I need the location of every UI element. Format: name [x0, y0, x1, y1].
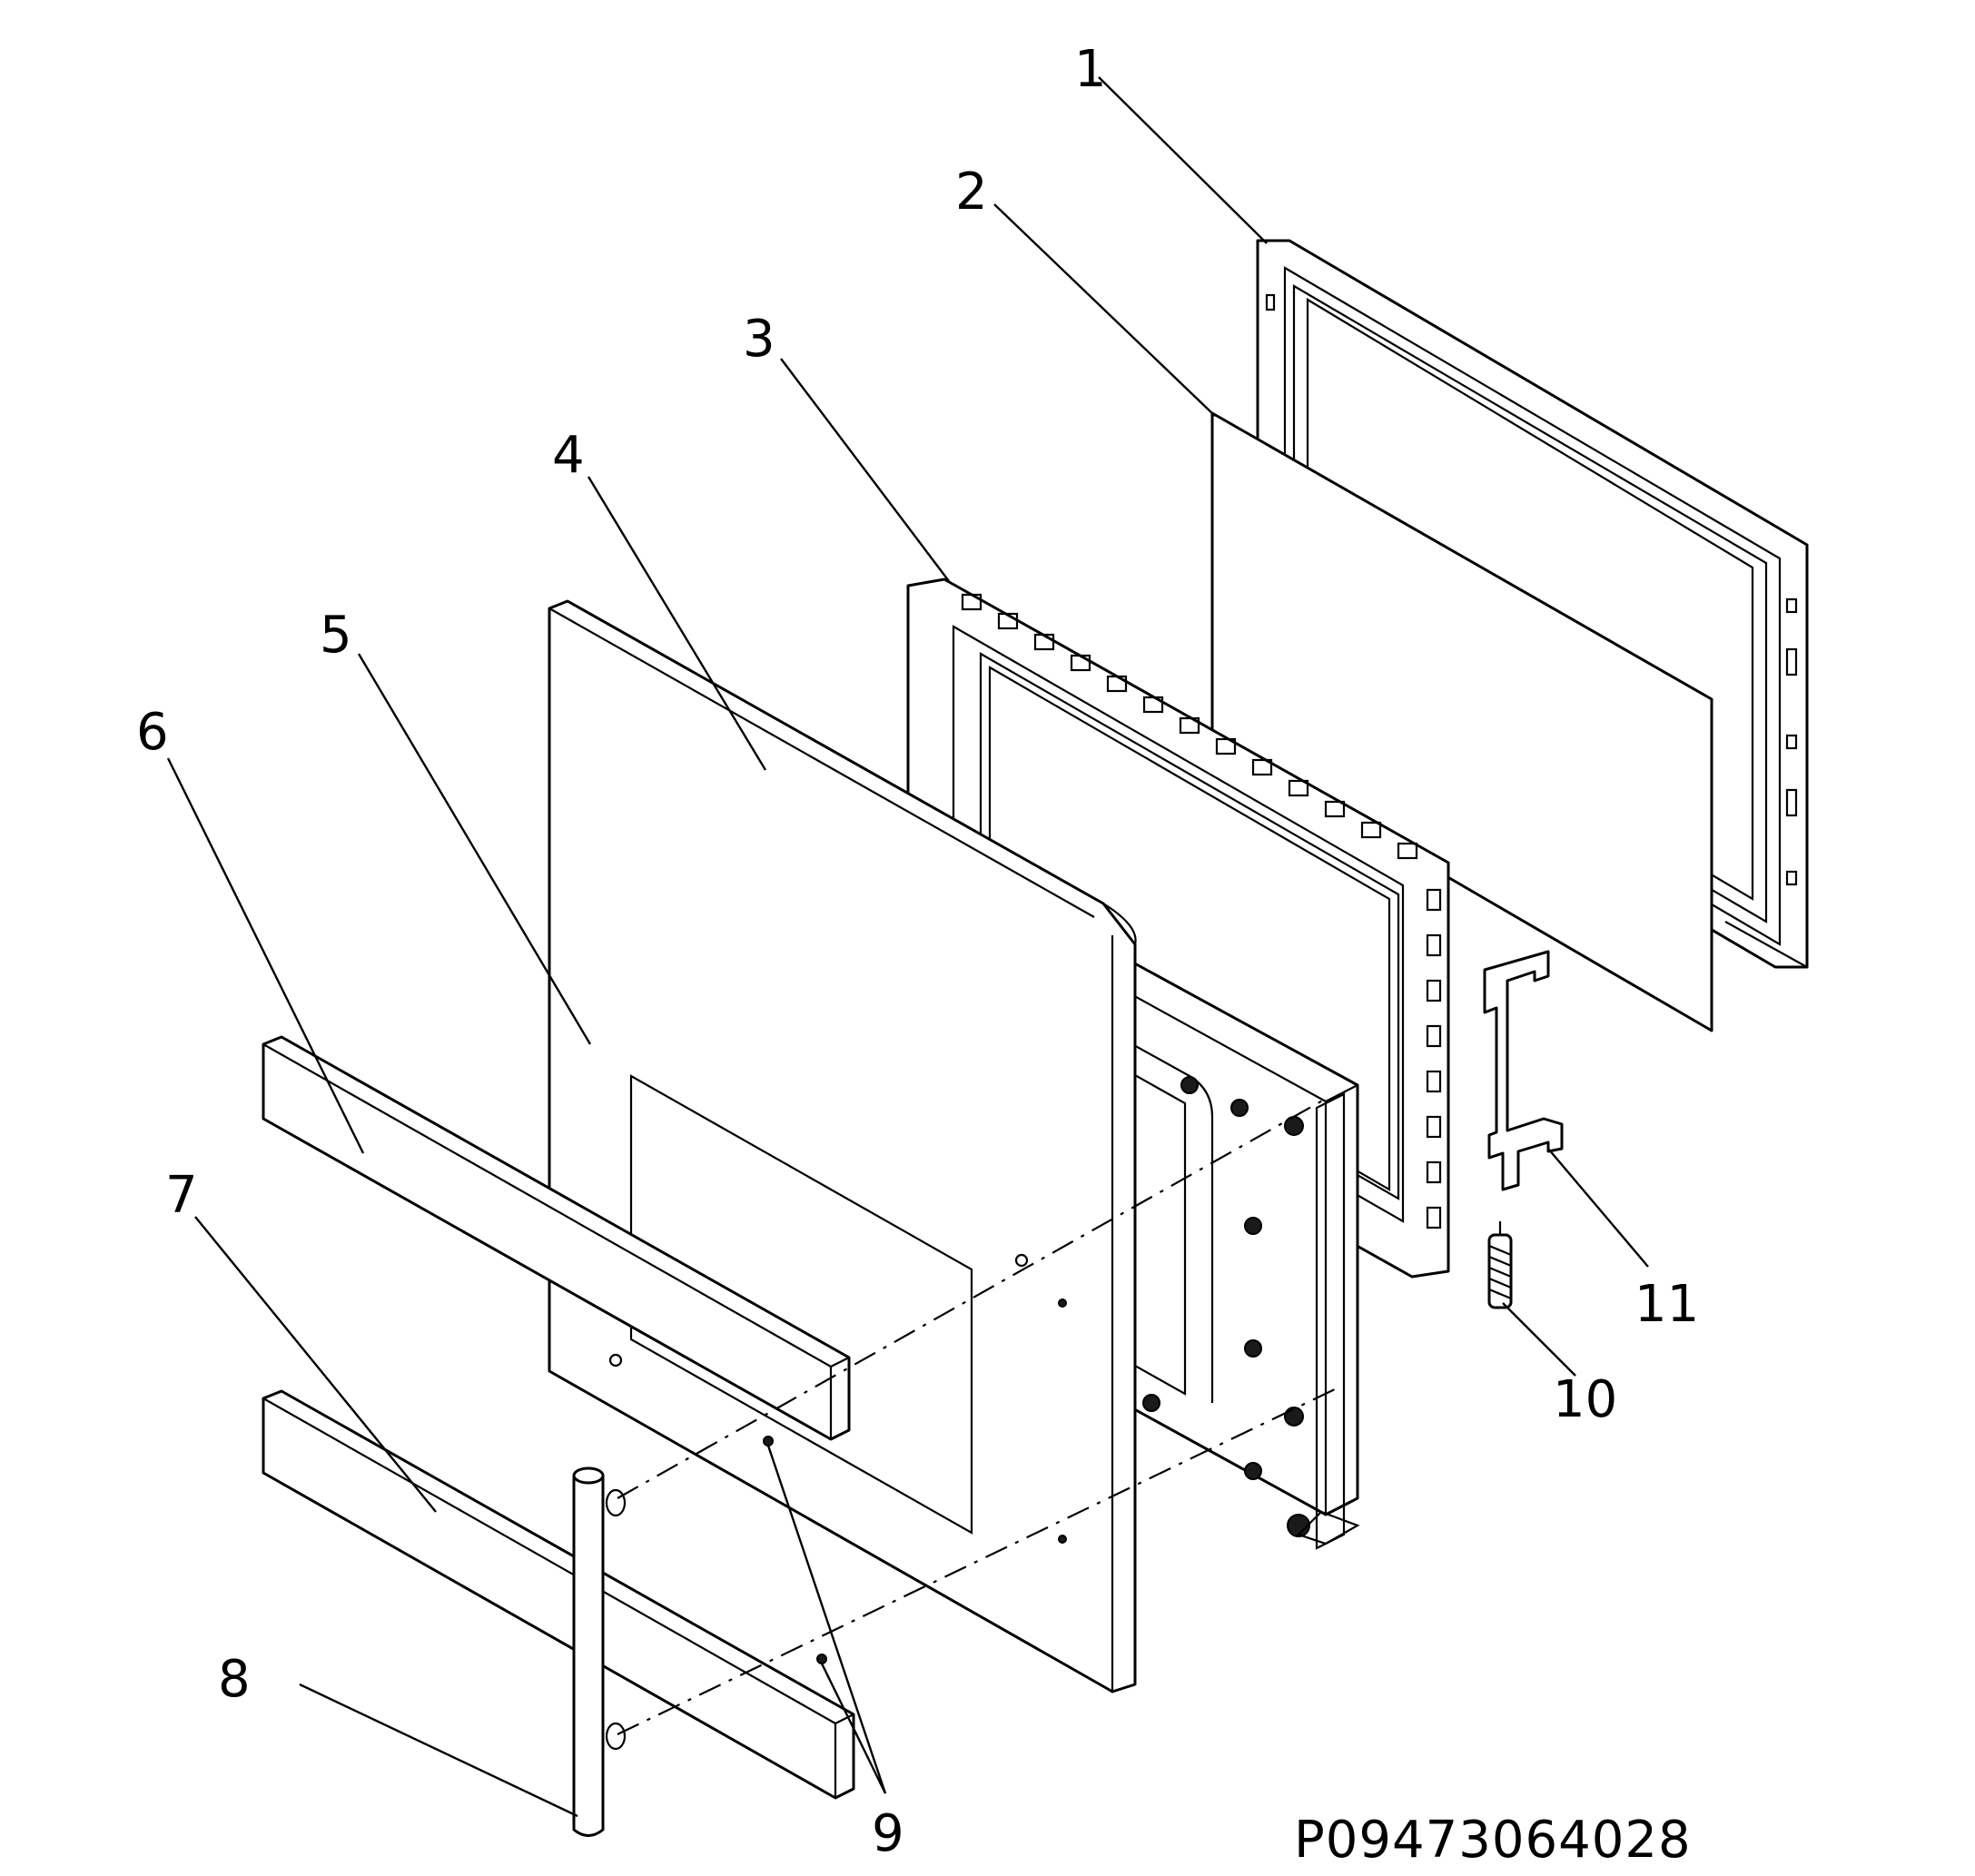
part-11-latch-hook: [1483, 950, 1564, 1191]
drawing-code: P09473064028: [1294, 1811, 1692, 1870]
callout-10: 10: [1553, 1370, 1617, 1429]
part-7-lower-trim-strip: [262, 1389, 855, 1800]
callout-7: 7: [165, 1166, 198, 1225]
leader-11: [1547, 1148, 1649, 1268]
leader-1: [1098, 76, 1268, 244]
callout-8: 8: [218, 1650, 251, 1709]
leader-lines: [166, 76, 1649, 1818]
leader-8: [299, 1683, 578, 1818]
part-3-tab-row: [961, 593, 1418, 860]
part-6-upper-trim-strip: [262, 1035, 851, 1441]
callout-5: 5: [320, 606, 352, 665]
part-2-glass-panel: [1210, 411, 1713, 1032]
leader-10: [1502, 1302, 1576, 1377]
callout-9: 9: [872, 1804, 904, 1863]
callout-3: 3: [743, 310, 775, 369]
part-3-side-tabs: [1426, 888, 1442, 1229]
callout-11: 11: [1634, 1275, 1699, 1334]
part-8-handle: [572, 1466, 627, 1837]
callout-4: 4: [552, 426, 585, 485]
leader-9a: [766, 1445, 887, 1794]
leader-5: [357, 653, 592, 1045]
callout-1: 1: [1074, 40, 1107, 99]
leader-6: [166, 757, 365, 1154]
callout-2: 2: [955, 163, 988, 222]
leader-4: [587, 476, 767, 771]
leader-9b: [820, 1663, 887, 1794]
callout-labels: 1 2 3 4 5 6 7 8 9 10 11: [136, 40, 1699, 1863]
leader-3: [780, 358, 950, 582]
leader-2: [993, 203, 1216, 417]
part-9-screws-and-axes: [617, 1098, 1336, 1735]
leader-7: [194, 1216, 437, 1513]
part-5-inner-glass: [548, 599, 1137, 1693]
part-10-spring: [1487, 1221, 1513, 1309]
callout-6: 6: [136, 703, 169, 762]
